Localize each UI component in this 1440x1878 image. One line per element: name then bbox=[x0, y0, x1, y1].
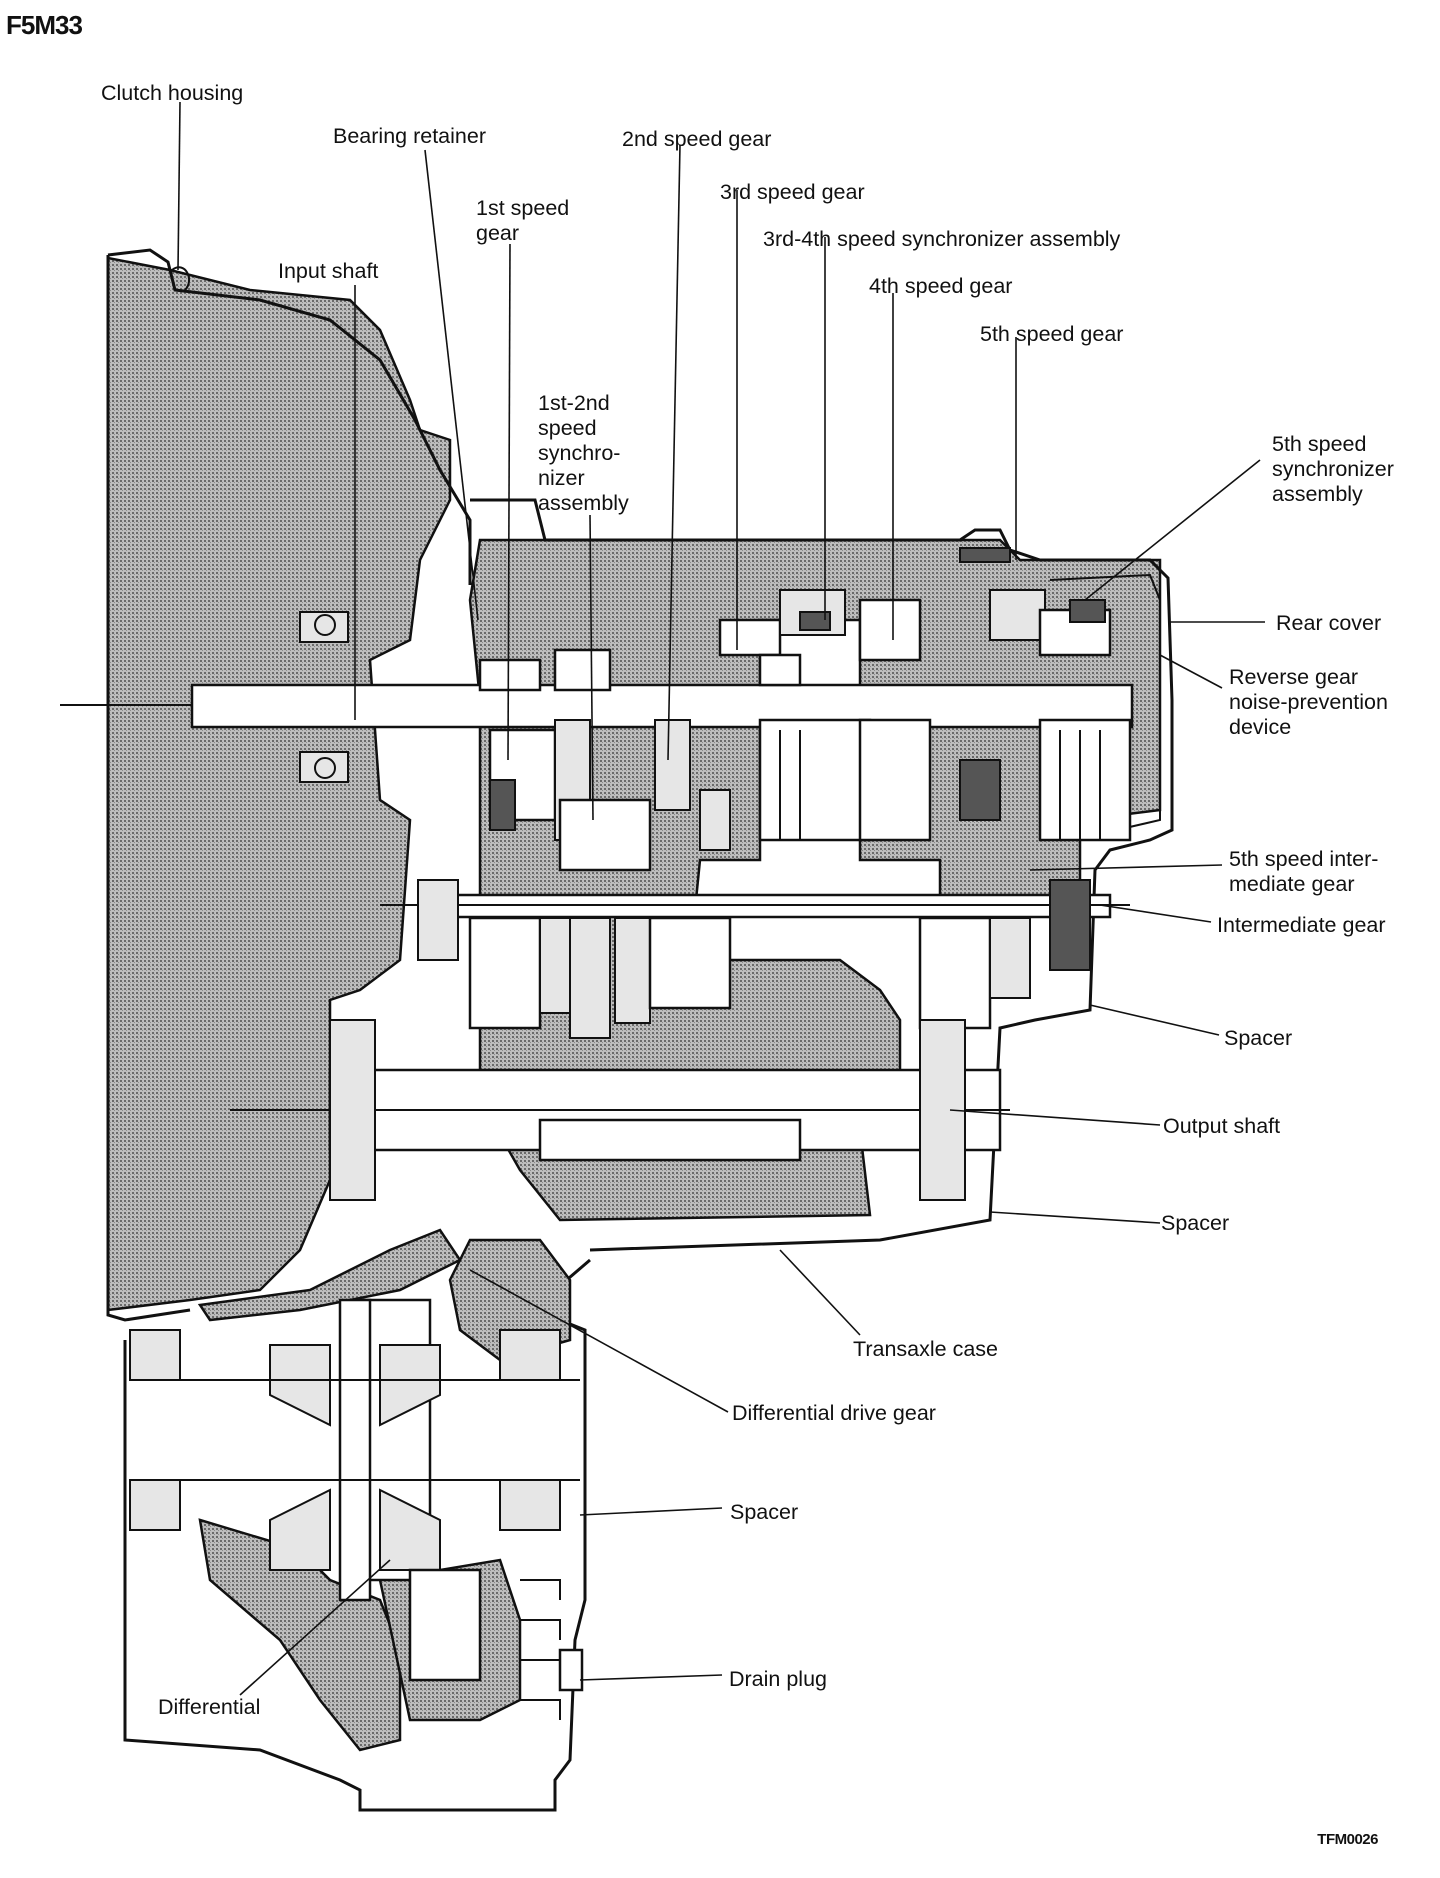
label-5th-speed-intermediate-gear: 5th speed inter- mediate gear bbox=[1229, 847, 1384, 896]
label-spacer-upper: Spacer bbox=[1224, 1026, 1292, 1050]
label-1st-speed-gear: 1st speed gear bbox=[476, 196, 575, 245]
upper-gear-stack bbox=[478, 547, 1112, 692]
label-bearing-retainer: Bearing retainer bbox=[333, 124, 486, 148]
label-5th-speed-synchronizer: 5th speed synchronizer assembly bbox=[1272, 432, 1400, 506]
label-transaxle-case: Transaxle case bbox=[853, 1337, 998, 1361]
label-rear-cover: Rear cover bbox=[1276, 611, 1381, 635]
page-title: F5M33 bbox=[6, 10, 83, 40]
differential-housing-shape bbox=[123, 1228, 591, 1812]
label-spacer-lower: Spacer bbox=[730, 1500, 798, 1524]
leader-lines bbox=[177, 101, 1265, 1696]
label-1st-2nd-synchronizer: 1st-2nd speed synchro- nizer assembly bbox=[538, 391, 629, 515]
label-3rd-speed-gear: 3rd speed gear bbox=[720, 180, 865, 204]
label-spacer-middle: Spacer bbox=[1161, 1211, 1229, 1235]
label-differential: Differential bbox=[158, 1695, 260, 1719]
label-5th-speed-gear: 5th speed gear bbox=[980, 322, 1123, 346]
label-differential-drive-gear: Differential drive gear bbox=[732, 1401, 936, 1425]
label-clutch-housing: Clutch housing bbox=[101, 81, 243, 105]
label-4th-speed-gear: 4th speed gear bbox=[869, 274, 1012, 298]
label-3rd-4th-synchronizer: 3rd-4th speed synchronizer assembly bbox=[763, 227, 1121, 251]
middle-gear-stack bbox=[488, 718, 1132, 872]
callout-labels: Clutch housing Bearing retainer 2nd spee… bbox=[101, 81, 1400, 1719]
output-shaft-shape bbox=[230, 1019, 1010, 1201]
figure-code: TFM0026 bbox=[1317, 1831, 1378, 1848]
label-input-shaft: Input shaft bbox=[278, 259, 378, 283]
clutch-housing-shape bbox=[106, 248, 472, 1322]
label-2nd-speed-gear: 2nd speed gear bbox=[622, 127, 771, 151]
label-intermediate-gear: Intermediate gear bbox=[1217, 913, 1386, 937]
intermediate-shaft-shape bbox=[380, 879, 1130, 1039]
label-output-shaft: Output shaft bbox=[1163, 1114, 1280, 1138]
label-reverse-gear-noise-prevention: Reverse gear noise-prevention device bbox=[1229, 665, 1394, 739]
label-drain-plug: Drain plug bbox=[729, 1667, 827, 1691]
